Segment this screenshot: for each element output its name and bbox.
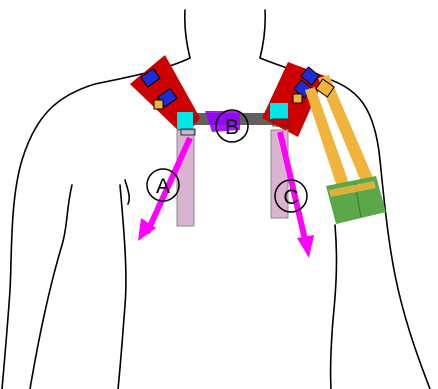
label-c-text: C xyxy=(283,186,298,209)
label-b-text: B xyxy=(225,116,239,139)
right-connector-icon xyxy=(270,103,288,119)
label-a: A xyxy=(147,169,179,201)
arm-strap-group xyxy=(305,75,386,224)
right-motor-base xyxy=(293,94,302,103)
left-connector-icon xyxy=(177,112,193,129)
right-arrow-icon xyxy=(297,235,314,258)
arm-cuff xyxy=(326,176,386,224)
left-motor-base xyxy=(154,100,163,109)
label-a-text: A xyxy=(156,175,170,198)
left-actuator-group xyxy=(130,55,200,241)
